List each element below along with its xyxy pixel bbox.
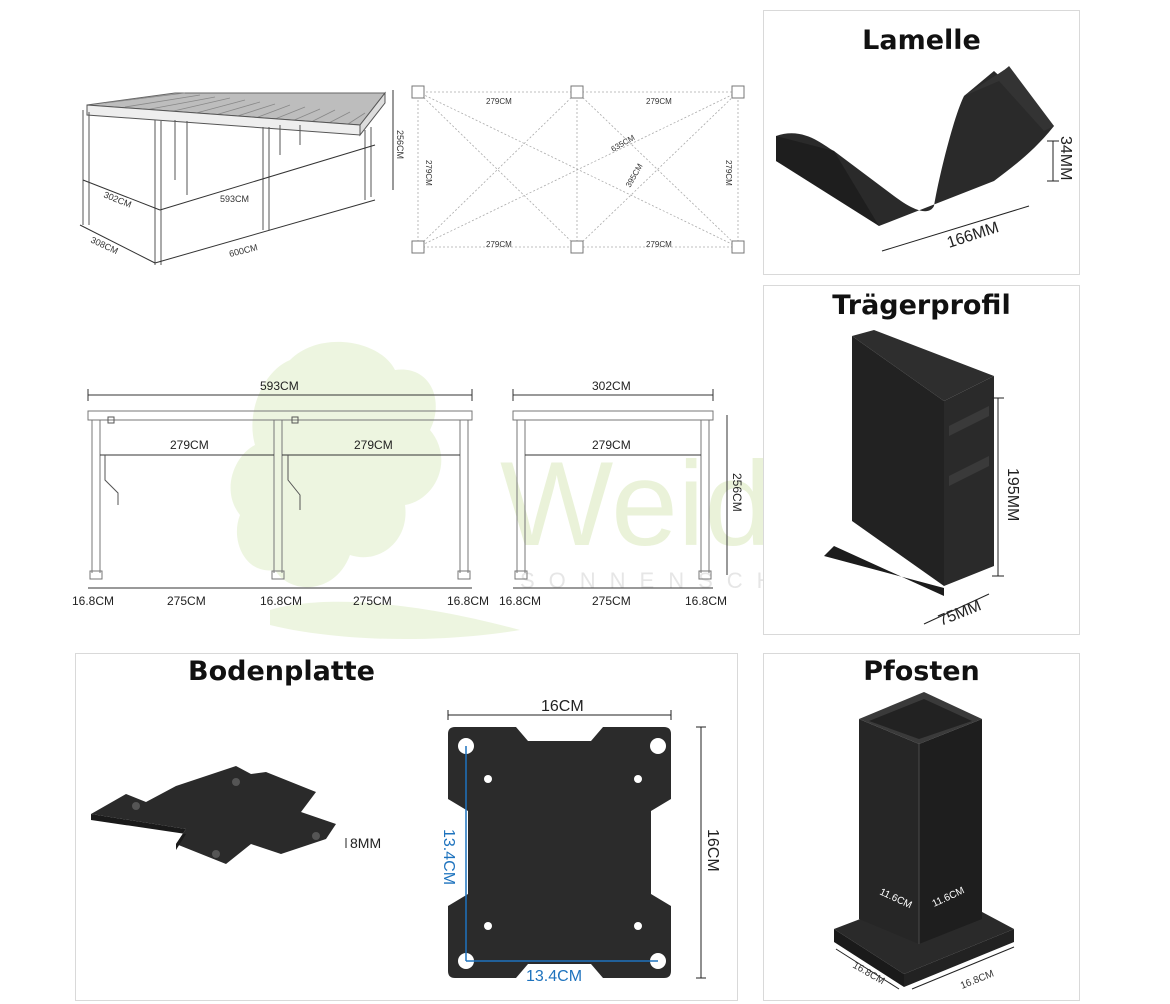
lamelle-panel: Lamelle 34MM 166MM bbox=[763, 10, 1080, 275]
label-depth-top: 302CM bbox=[102, 190, 133, 210]
bodenplatte-width-label: 16CM bbox=[541, 699, 584, 715]
side-height: 256CM bbox=[730, 473, 744, 512]
plan-diag-long: 635CM bbox=[610, 133, 637, 154]
side-post-1: 16.8CM bbox=[499, 594, 541, 608]
bodenplatte-hole-v-label: 13.4CM bbox=[440, 829, 457, 885]
lamelle-illustration: 34MM 166MM bbox=[776, 66, 1074, 252]
pfosten-title: Pfosten bbox=[863, 656, 980, 687]
front-post-1: 16.8CM bbox=[72, 594, 114, 608]
bodenplatte-height-label: 16CM bbox=[704, 829, 721, 872]
side-gap: 275CM bbox=[592, 594, 631, 608]
front-gap-1: 275CM bbox=[167, 594, 206, 608]
front-gap-2: 275CM bbox=[353, 594, 392, 608]
side-overall: 302CM bbox=[592, 379, 631, 393]
traegerprofil-width-label: 75MM bbox=[936, 597, 984, 629]
front-inner-left: 279CM bbox=[170, 438, 209, 452]
label-height: 256CM bbox=[395, 130, 405, 159]
bodenplatte-title: Bodenplatte bbox=[188, 656, 375, 687]
traegerprofil-panel: Trägerprofil 195MM 75MM bbox=[763, 285, 1080, 635]
plan-view-drawing: 279CM 279CM 279CM 279CM 279CM 279CM 635C… bbox=[411, 85, 745, 254]
lamelle-title: Lamelle bbox=[862, 25, 981, 56]
pergola-3d-drawing: 302CM 593CM 308CM 600CM 256CM bbox=[79, 90, 405, 265]
label-depth-base: 308CM bbox=[89, 235, 120, 256]
tree-logo-shape bbox=[230, 341, 442, 588]
side-view-drawing: 302CM 279CM 16.8CM 275CM 16.8CM 256CM bbox=[499, 379, 744, 608]
side-inner: 279CM bbox=[592, 438, 631, 452]
pfosten-base-b-label: 16.8CM bbox=[959, 968, 996, 991]
bodenplatte-panel: Bodenplatte 8MM 16CM 16CM 13.4CM 13.4CM bbox=[75, 653, 738, 1001]
front-overall: 593CM bbox=[260, 379, 299, 393]
plan-top-left: 279CM bbox=[486, 97, 512, 106]
bodenplatte-topview: 16CM 16CM 13.4CM 13.4CM bbox=[440, 699, 721, 985]
lamelle-height-label: 34MM bbox=[1057, 136, 1074, 180]
bodenplatte-hole-h-label: 13.4CM bbox=[526, 968, 582, 985]
front-inner-right: 279CM bbox=[354, 438, 393, 452]
plan-bottom-left: 279CM bbox=[486, 240, 512, 249]
pfosten-illustration: 11.6CM 11.6CM 16.8CM 16.8CM bbox=[834, 692, 1015, 992]
plan-bottom-right: 279CM bbox=[646, 240, 672, 249]
bodenplatte-thickness-label: 8MM bbox=[350, 835, 381, 851]
plan-right: 279CM bbox=[724, 160, 733, 186]
traegerprofil-title: Trägerprofil bbox=[832, 290, 1011, 321]
traegerprofil-illustration: 195MM 75MM bbox=[824, 330, 1021, 630]
plan-top-right: 279CM bbox=[646, 97, 672, 106]
front-view-drawing: 593CM 279CM 279CM 16.8CM 275CM 16.8CM 27… bbox=[72, 379, 489, 608]
lamelle-width-label: 166MM bbox=[945, 219, 1001, 252]
pfosten-panel: Pfosten 11.6CM 11.6CM 16.8CM 16.8CM bbox=[763, 653, 1080, 1001]
label-width-top: 593CM bbox=[220, 194, 249, 204]
side-post-2: 16.8CM bbox=[685, 594, 727, 608]
traegerprofil-height-label: 195MM bbox=[1004, 468, 1021, 521]
front-post-3: 16.8CM bbox=[447, 594, 489, 608]
label-width-base: 600CM bbox=[228, 242, 259, 259]
front-post-2: 16.8CM bbox=[260, 594, 302, 608]
plan-left: 279CM bbox=[424, 160, 433, 186]
bodenplatte-3d: 8MM bbox=[91, 766, 381, 864]
